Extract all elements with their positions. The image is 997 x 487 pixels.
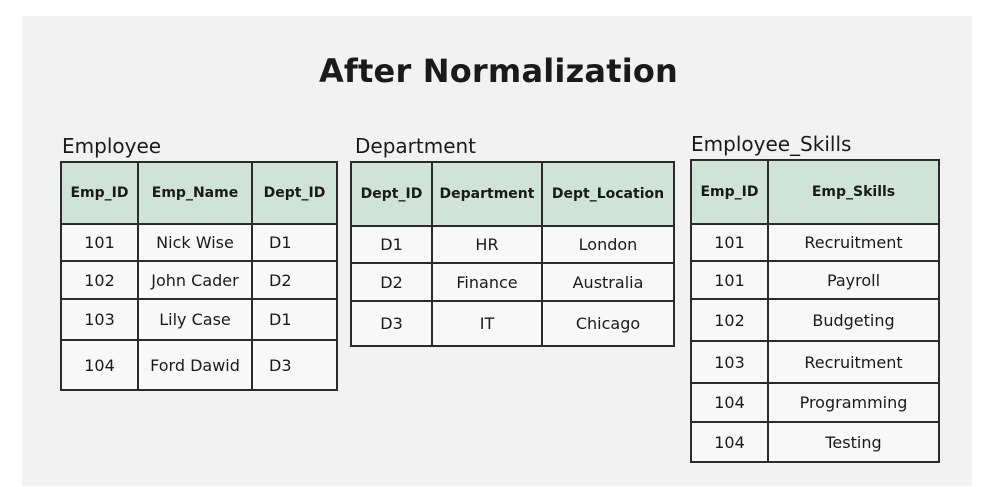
department-header-department: Department — [431, 161, 543, 227]
table-cell: D3 — [350, 300, 433, 347]
table-row: D1 HR London — [350, 225, 675, 264]
skills-header-emp-skills: Emp_Skills — [767, 159, 940, 225]
table-row: 104 Ford Dawid D3 — [60, 339, 338, 391]
slide-title: After Normalization — [318, 52, 679, 90]
table-row: 103 Recruitment — [690, 340, 940, 384]
table-cell: 101 — [60, 223, 139, 262]
table-cell: D2 — [350, 262, 433, 302]
table-cell: Recruitment — [767, 340, 940, 384]
table-cell: Ford Dawid — [137, 339, 253, 391]
skills-header-emp-id: Emp_ID — [690, 159, 769, 225]
skills-table-name: Employee_Skills — [691, 132, 852, 156]
table-cell: Recruitment — [767, 223, 940, 262]
table-cell: D1 — [251, 223, 338, 262]
table-cell: 104 — [690, 421, 769, 463]
table-cell: 101 — [690, 223, 769, 262]
employee-header-emp-id: Emp_ID — [60, 161, 139, 225]
department-table-name: Department — [355, 134, 477, 158]
table-cell: D1 — [251, 298, 338, 341]
table-cell: Nick Wise — [137, 223, 253, 262]
table-row: 102 Budgeting — [690, 298, 940, 342]
table-cell: Finance — [431, 262, 543, 302]
department-header-dept-id: Dept_ID — [350, 161, 433, 227]
table-cell: 104 — [60, 339, 139, 391]
table-cell: Testing — [767, 421, 940, 463]
table-row: D2 Finance Australia — [350, 262, 675, 302]
table-cell: 104 — [690, 382, 769, 423]
department-table: Dept_ID Department Dept_Location D1 HR L… — [350, 161, 675, 347]
table-cell: IT — [431, 300, 543, 347]
table-cell: 102 — [690, 298, 769, 342]
table-cell: Payroll — [767, 260, 940, 300]
table-cell: 102 — [60, 260, 139, 300]
table-cell: 103 — [690, 340, 769, 384]
table-row: 104 Testing — [690, 421, 940, 463]
table-cell: 103 — [60, 298, 139, 341]
table-cell: Chicago — [541, 300, 675, 347]
table-row: 102 John Cader D2 — [60, 260, 338, 300]
employee-table: Emp_ID Emp_Name Dept_ID 101 Nick Wise D1… — [60, 161, 338, 391]
table-cell: D2 — [251, 260, 338, 300]
table-row: 101 Payroll — [690, 260, 940, 300]
skills-table: Emp_ID Emp_Skills 101 Recruitment 101 Pa… — [690, 159, 940, 463]
table-cell: Programming — [767, 382, 940, 423]
table-cell: Lily Case — [137, 298, 253, 341]
employee-header-dept-id: Dept_ID — [251, 161, 338, 225]
table-row: 101 Recruitment — [690, 223, 940, 262]
table-cell: 101 — [690, 260, 769, 300]
table-cell: D1 — [350, 225, 433, 264]
table-row: 103 Lily Case D1 — [60, 298, 338, 341]
employee-header-emp-name: Emp_Name — [137, 161, 253, 225]
table-cell: John Cader — [137, 260, 253, 300]
table-cell: Australia — [541, 262, 675, 302]
employee-table-name: Employee — [62, 134, 162, 158]
department-header-dept-location: Dept_Location — [541, 161, 675, 227]
table-row: 104 Programming — [690, 382, 940, 423]
table-row: 101 Nick Wise D1 — [60, 223, 338, 262]
table-row: D3 IT Chicago — [350, 300, 675, 347]
table-cell: D3 — [251, 339, 338, 391]
table-cell: Budgeting — [767, 298, 940, 342]
table-cell: London — [541, 225, 675, 264]
table-cell: HR — [431, 225, 543, 264]
